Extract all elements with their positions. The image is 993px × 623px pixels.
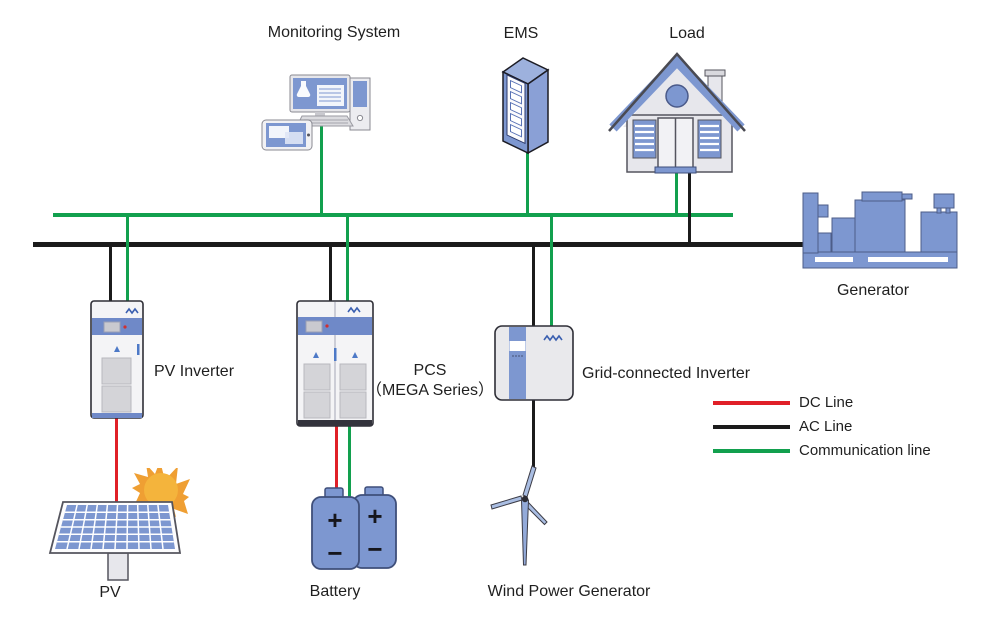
legend-comm-swatch: [713, 449, 790, 453]
wind-ac-line: [532, 398, 535, 467]
monitoring-comm-line: [320, 126, 323, 216]
battery-minus-symbol: −: [327, 538, 342, 568]
pcs-label-line1: PCS: [413, 362, 447, 379]
monitoring-system-label: Monitoring System: [267, 24, 401, 41]
pv-pedestal: [107, 552, 129, 581]
pcs-label: PCS （MEGA Series）: [366, 361, 494, 401]
pv-inverter-ac-line: [109, 245, 112, 303]
pv-inverter-label: PV Inverter: [153, 363, 235, 380]
ems-comm-line: [526, 151, 529, 216]
pcs-ac-line: [329, 245, 332, 302]
pv-inverter-icon: [90, 300, 144, 419]
legend-dc-swatch: [713, 401, 790, 405]
pcs-icon: [296, 300, 374, 427]
ac-bus-line: [33, 242, 803, 247]
battery-dc-line: [335, 425, 338, 491]
wind-label: Wind Power Generator: [487, 583, 651, 600]
window-shutter-icon: [697, 119, 722, 159]
grid-inverter-label: Grid-connected Inverter: [582, 365, 751, 382]
legend-ac-label: AC Line: [799, 418, 853, 435]
legend-comm-label: Communication line: [799, 442, 931, 459]
battery-icon: + − + −: [311, 486, 397, 570]
load-comm-line: [675, 171, 678, 215]
pv-panel-icon: [48, 468, 190, 581]
grid-inverter-ac-line: [532, 245, 535, 329]
battery-comm-line: [348, 425, 351, 498]
display-panel: [305, 320, 323, 333]
window-shutter-icon: [632, 119, 657, 159]
communication-bus-line: [53, 213, 733, 217]
brand-logo: [347, 306, 361, 314]
grid-inverter-comm-line: [550, 216, 553, 328]
ems-label: EMS: [503, 25, 539, 42]
load-ac-line: [688, 171, 691, 244]
pcs-label-line2: （MEGA Series）: [365, 382, 495, 399]
brand-logo: [125, 307, 139, 315]
load-label: Load: [669, 25, 705, 42]
battery-label: Battery: [309, 583, 361, 600]
pv-label: PV: [99, 584, 121, 601]
brand-logo: [543, 334, 563, 342]
legend-ac-swatch: [713, 425, 790, 429]
ems-icon: [501, 57, 550, 154]
wind-turbine-icon: [490, 465, 548, 566]
monitoring-system-icon: [261, 74, 371, 151]
generator-icon: [802, 191, 958, 269]
display-panel: [509, 341, 526, 351]
pv-dc-line: [115, 417, 118, 503]
pv-inverter-comm-line: [126, 216, 129, 303]
generator-label: Generator: [836, 282, 910, 299]
pcs-comm-line: [346, 216, 349, 302]
flask-icon: [296, 81, 311, 98]
legend-dc-label: DC Line: [799, 394, 854, 411]
battery-plus-symbol: +: [327, 505, 342, 535]
sun-icon: [132, 468, 190, 519]
grid-inverter-icon: [494, 325, 574, 401]
battery-minus-symbol: −: [367, 534, 382, 564]
battery-plus-symbol: +: [367, 501, 382, 531]
display-panel: [103, 321, 121, 333]
load-house-icon: [608, 52, 746, 174]
